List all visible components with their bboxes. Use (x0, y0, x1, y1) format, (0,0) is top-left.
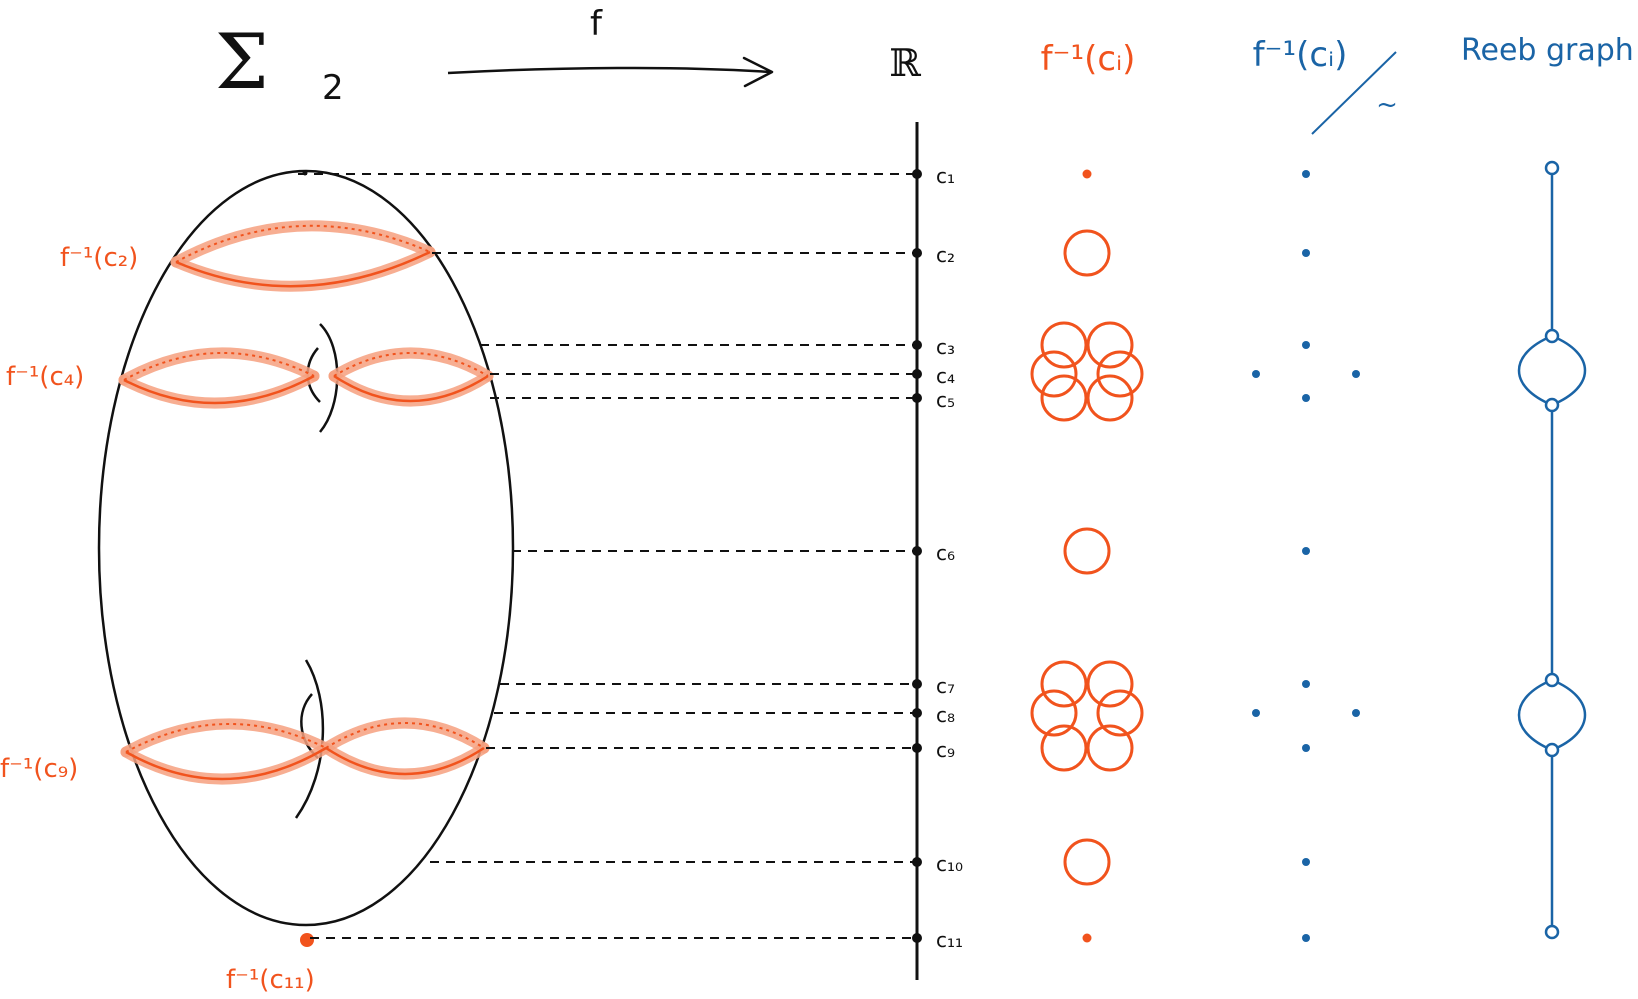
preimage-circle (1040, 660, 1088, 708)
quotient-point (1352, 709, 1360, 717)
column-title-reeb: Reeb graph (1461, 33, 1634, 68)
label-preimage-c9: f⁻¹(c₉) (0, 754, 78, 784)
surface-subscript: 2 (322, 68, 344, 108)
level-set-c2 (170, 220, 436, 292)
reeb-graph (1517, 160, 1587, 940)
reeb-vertex (1544, 328, 1560, 344)
preimage-point (1082, 933, 1092, 943)
quotient-point (1302, 744, 1310, 752)
reeb-vertex (1544, 672, 1560, 688)
level-set-c9 (120, 717, 490, 785)
quotient-slash (1311, 51, 1397, 135)
lower-hole-right-arc (294, 659, 325, 819)
critical-value-label: c₄ (936, 364, 955, 388)
level-row: c₄ (490, 350, 1360, 398)
critical-value-point (912, 340, 922, 350)
critical-value-label: c₁₁ (936, 928, 963, 952)
quotient-relation: ~ (1376, 90, 1398, 120)
quotient-point (1302, 680, 1310, 688)
level-row: c₃ (480, 321, 1310, 369)
critical-value-label: c₆ (936, 541, 955, 565)
critical-value-label: c₁ (936, 164, 955, 188)
level-row: c₇ (500, 660, 1310, 708)
preimage-circle (1063, 527, 1111, 575)
reeb-loop-edge (1551, 334, 1587, 407)
level-row: c₁ (298, 164, 1310, 188)
preimage-circle (1086, 374, 1134, 422)
level-row: c₅ (490, 374, 1310, 422)
critical-value-label: c₅ (936, 388, 955, 412)
critical-value-point (912, 933, 922, 943)
preimage-circle (1086, 321, 1134, 369)
reeb-loop-edge (1517, 334, 1553, 407)
map-label: f (590, 4, 603, 44)
preimage-circle (1040, 374, 1088, 422)
quotient-point (1302, 170, 1310, 178)
reeb-vertex (1544, 924, 1560, 940)
quotient-point (1302, 394, 1310, 402)
critical-value-point (912, 169, 922, 179)
critical-value-label: c₂ (936, 243, 955, 267)
quotient-point (1302, 249, 1310, 257)
column-title-preimage: f⁻¹(cᵢ) (1041, 39, 1136, 79)
real-line-label: ℝ (889, 41, 921, 85)
preimage-circle (1086, 660, 1134, 708)
surface-symbol: Σ (215, 17, 269, 106)
label-preimage-c11: f⁻¹(c₁₁) (226, 965, 315, 995)
critical-value-label: c₇ (936, 674, 955, 698)
critical-value-point (912, 393, 922, 403)
quotient-point (1252, 370, 1260, 378)
level-row: c₂ (432, 229, 1310, 277)
quotient-point (1352, 370, 1360, 378)
reeb-loop-edge (1517, 678, 1553, 752)
preimage-circle (1040, 321, 1088, 369)
quotient-point (1252, 709, 1260, 717)
preimage-point (1082, 169, 1092, 179)
critical-value-point (912, 743, 922, 753)
preimage-circle (1040, 724, 1088, 772)
level-set-c4 (118, 347, 494, 409)
critical-value-point (912, 708, 922, 718)
preimage-circle (1096, 689, 1144, 737)
level-row: c₈ (494, 689, 1360, 737)
preimage-circle (1030, 350, 1078, 398)
level-row: c₉ (486, 724, 1310, 772)
critical-value-point (912, 248, 922, 258)
column-title-quotient: f⁻¹(cᵢ) (1253, 35, 1348, 75)
reeb-vertex (1544, 397, 1560, 413)
quotient-point (1302, 858, 1310, 866)
label-preimage-c2: f⁻¹(c₂) (60, 243, 138, 273)
preimage-circle (1063, 838, 1111, 886)
preimage-circle (1063, 229, 1111, 277)
minimum-point-c11 (300, 933, 314, 947)
level-row: c₆ (512, 527, 1310, 575)
preimage-circle (1096, 350, 1144, 398)
map-arrow-shaft (447, 66, 771, 75)
critical-value-point (912, 679, 922, 689)
quotient-point (1302, 547, 1310, 555)
genus-two-surface (97, 169, 515, 947)
critical-value-label: c₉ (936, 738, 955, 762)
reeb-vertex (1544, 742, 1560, 758)
critical-value-label: c₈ (936, 703, 955, 727)
quotient-point (1302, 934, 1310, 942)
preimage-circle (1030, 689, 1078, 737)
critical-value-point (912, 369, 922, 379)
critical-value-label: c₁₀ (936, 852, 963, 876)
critical-value-point (912, 857, 922, 867)
level-row: c₁₀ (430, 838, 1310, 886)
label-preimage-c4: f⁻¹(c₄) (6, 362, 84, 392)
critical-value-label: c₃ (936, 335, 955, 359)
critical-value-point (912, 546, 922, 556)
reeb-vertex (1544, 160, 1560, 176)
level-row: c₁₁ (310, 928, 1310, 952)
quotient-point (1302, 341, 1310, 349)
preimage-circle (1086, 724, 1134, 772)
map-arrow-head (742, 56, 774, 88)
header: Σ 2 f ℝ f⁻¹(cᵢ) f⁻¹(cᵢ) ~ Reeb graph (215, 4, 1634, 135)
reeb-loop-edge (1551, 678, 1587, 752)
surface-labels: f⁻¹(c₂) f⁻¹(c₄) f⁻¹(c₉) f⁻¹(c₁₁) (0, 243, 315, 995)
